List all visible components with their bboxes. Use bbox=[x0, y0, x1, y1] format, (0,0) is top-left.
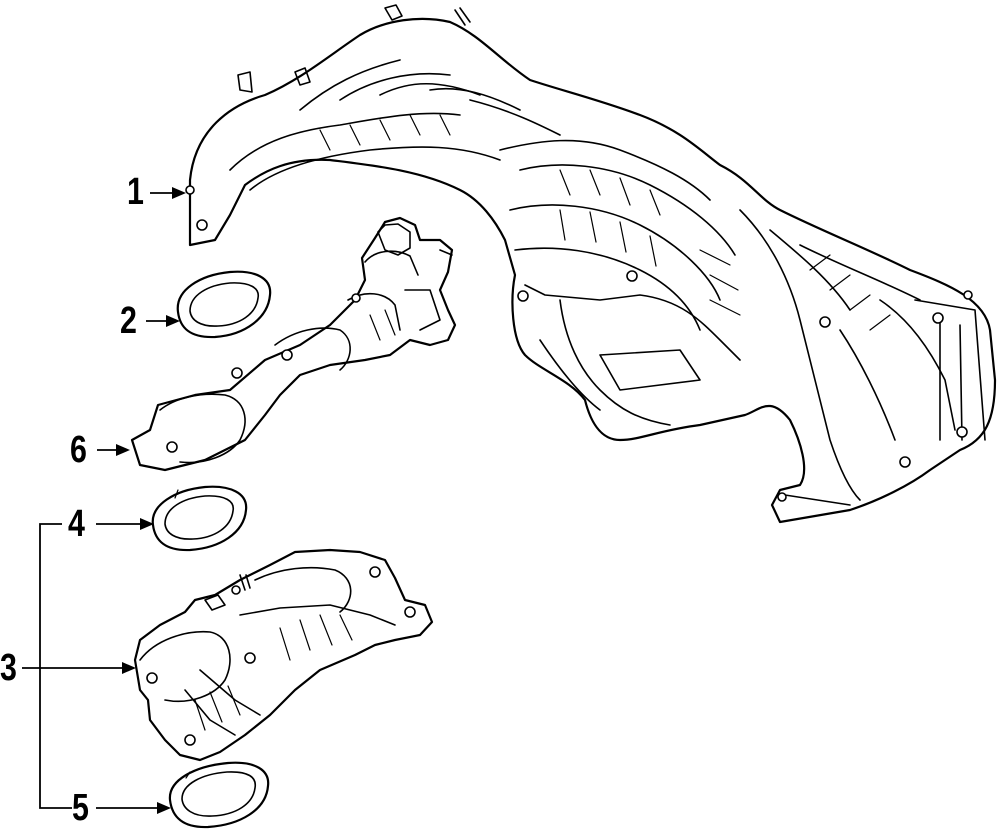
gasket-2 bbox=[176, 270, 272, 339]
callout-6: 6 bbox=[70, 429, 87, 471]
leader-lines bbox=[22, 187, 186, 814]
callout-3: 3 bbox=[0, 647, 17, 689]
arrowhead-3 bbox=[122, 662, 136, 674]
intake-adapter bbox=[133, 548, 434, 762]
arrowhead-2 bbox=[166, 315, 180, 327]
arrowhead-5 bbox=[157, 802, 171, 814]
intake-manifold bbox=[185, 4, 997, 524]
callout-4: 4 bbox=[68, 503, 85, 545]
bracket-3 bbox=[39, 523, 72, 809]
gasket-5 bbox=[168, 761, 270, 829]
callout-2: 2 bbox=[120, 300, 137, 342]
arrowhead-4 bbox=[140, 518, 154, 530]
arrowhead-6 bbox=[116, 444, 130, 456]
callout-5: 5 bbox=[72, 787, 89, 829]
gasket-4 bbox=[151, 485, 248, 552]
callout-1: 1 bbox=[127, 171, 144, 213]
runner-control-valve bbox=[130, 216, 457, 472]
arrowhead-1 bbox=[172, 187, 186, 199]
